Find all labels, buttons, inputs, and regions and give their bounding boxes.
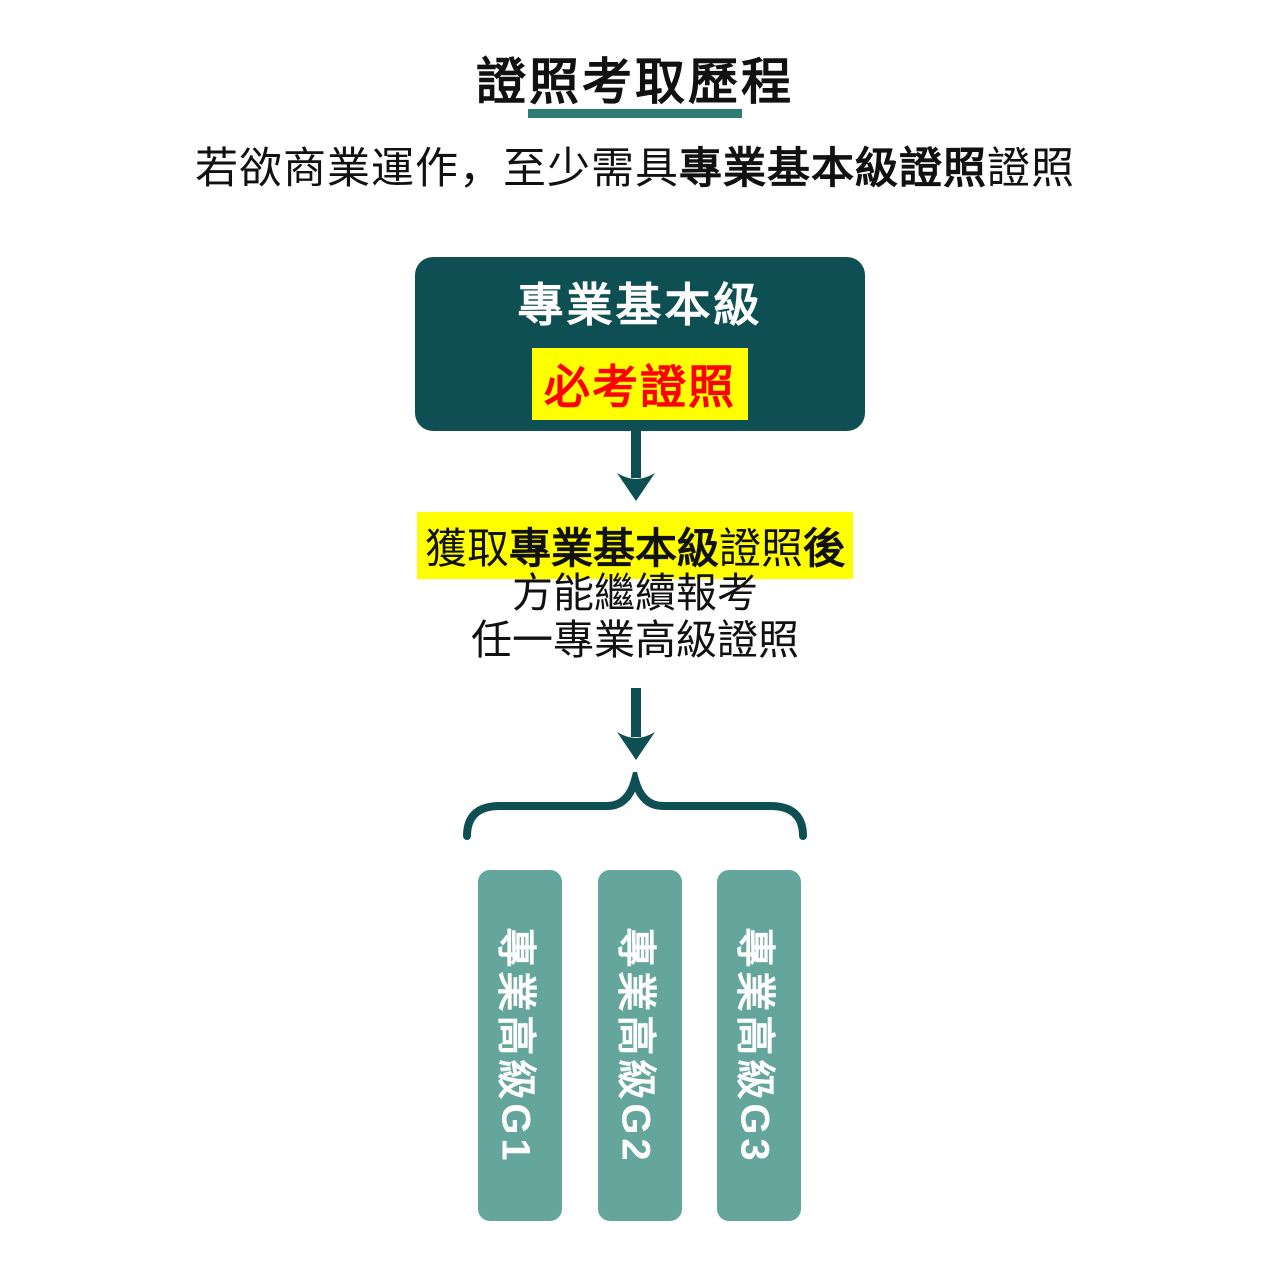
condition-line-3: 任一專業高級證照: [471, 617, 799, 663]
highlight-note-text: 獲取專業基本級證照後: [416, 512, 854, 579]
subtitle: 若欲商業運作，至少需具專業基本級證照證照: [0, 134, 1270, 196]
highlight-regular-2: 證照: [719, 525, 804, 572]
highlight-bold-1: 專業基本級: [508, 525, 719, 572]
subtitle-regular-1: 若欲商業運作，至少需具: [195, 145, 679, 193]
down-arrow-icon: [617, 429, 655, 501]
branch-box-g2: 專業高級G2: [598, 870, 682, 1221]
subtitle-bold: 專業基本級證照: [679, 145, 987, 193]
condition-line-2: 方能繼續報考: [512, 570, 758, 616]
required-cert-badge: 必考證照: [532, 347, 748, 420]
branch-label: 專業高級G3: [733, 926, 778, 1165]
branch-box-g1: 專業高級G1: [478, 870, 562, 1221]
title-underline: [528, 109, 742, 118]
base-level-title: 專業基本級: [517, 278, 763, 331]
branch-label: 專業高級G2: [614, 926, 659, 1165]
base-level-box: 專業基本級 必考證照: [415, 257, 865, 431]
highlight-bold-2: 後: [803, 525, 846, 572]
subtitle-regular-2: 證照: [987, 145, 1075, 193]
highlight-regular-1: 獲取: [424, 525, 509, 572]
condition-lines: 方能繼續報考 任一專業高級證照: [0, 570, 1270, 664]
down-arrow-icon: [617, 688, 655, 760]
brace-icon: [463, 772, 807, 840]
branch-label: 專業高級G1: [494, 926, 539, 1165]
page-title: 證照考取歷程: [476, 54, 794, 110]
highlight-note: 獲取專業基本級證照後: [0, 512, 1270, 579]
branch-box-g3: 專業高級G3: [717, 870, 801, 1221]
